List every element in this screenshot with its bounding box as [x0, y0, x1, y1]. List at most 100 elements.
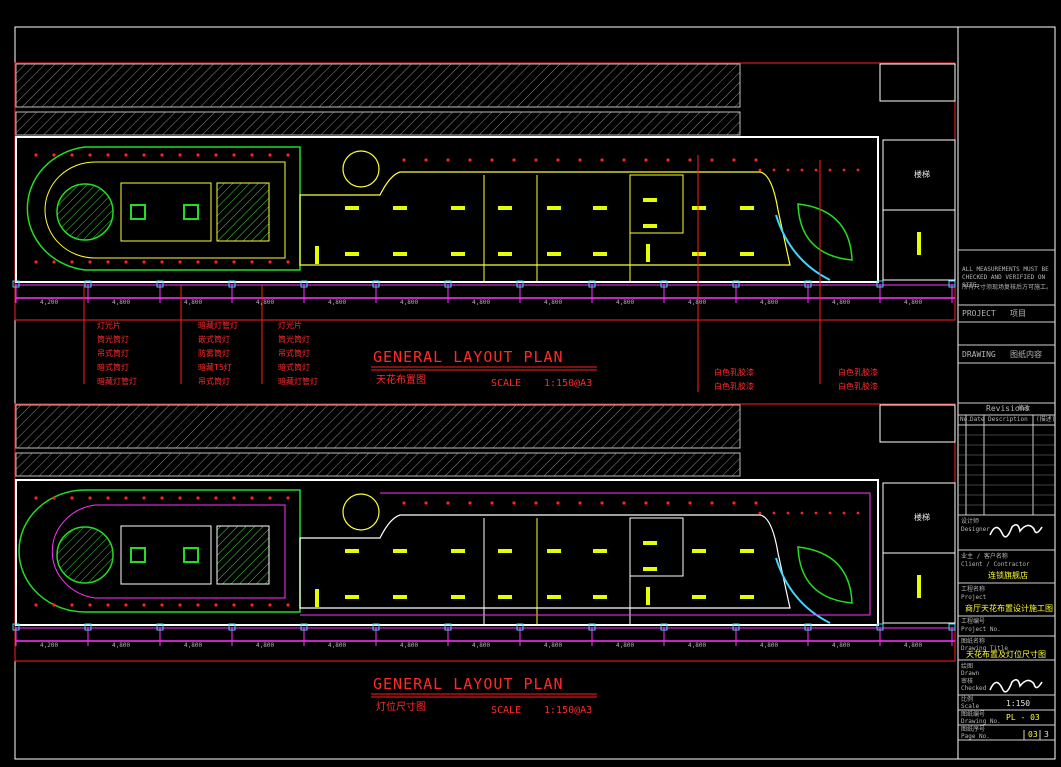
plan-1-scale-label: SCALE	[491, 378, 522, 389]
tb-drawing-no-en: Drawing No.	[961, 718, 1001, 725]
downlight	[196, 603, 200, 607]
entry-round-2	[342, 493, 380, 531]
column-grid-marker	[372, 280, 380, 288]
leaf-arc	[775, 214, 831, 281]
light-fixtures-2	[315, 541, 921, 607]
tb-drawing-title-label: 图纸名称	[961, 638, 986, 645]
downlight	[196, 260, 200, 264]
tb-project-value: 项目	[1010, 309, 1026, 318]
plan-2-scale-value: 1:150@A3	[544, 705, 593, 716]
column-grid-marker	[516, 623, 524, 631]
downlight	[232, 153, 236, 157]
legend-item: 白色乳胶漆	[838, 382, 878, 391]
linear-light	[498, 252, 512, 256]
downlight	[578, 158, 582, 162]
downlight	[178, 153, 182, 157]
downlight	[106, 153, 110, 157]
downlight	[232, 603, 236, 607]
dimension-label: 4,800	[184, 642, 203, 649]
wall-washer	[917, 575, 921, 595]
downlight	[52, 603, 56, 607]
checker-signature	[989, 678, 1043, 693]
leaf-feature-2	[797, 546, 853, 604]
downlight	[534, 158, 538, 162]
downlight	[286, 496, 290, 500]
linear-light	[740, 206, 754, 210]
linear-light	[345, 549, 359, 553]
downlight	[124, 260, 128, 264]
downlight	[754, 158, 758, 162]
downlight	[250, 496, 254, 500]
downlight	[622, 158, 626, 162]
dimension-label: 4,800	[904, 642, 923, 649]
column-grid-marker	[588, 280, 596, 288]
column-grid-marker	[732, 623, 740, 631]
tb-note-cn: 所有尺寸须现场复核后方可施工。	[962, 284, 1053, 291]
tb-drawing-value: 图纸内容	[1010, 350, 1042, 359]
downlight	[842, 511, 846, 515]
downlight	[34, 153, 38, 157]
column-grid-marker	[948, 623, 956, 631]
downlight	[468, 158, 472, 162]
downlight-dots	[34, 153, 860, 264]
dimension-label: 4,800	[328, 642, 347, 649]
column-grid-marker	[660, 623, 668, 631]
linear-light	[692, 549, 706, 553]
downlight	[828, 168, 832, 172]
legend-item: 白色乳胶漆	[714, 382, 754, 391]
downlight	[644, 501, 648, 505]
downlight	[70, 603, 74, 607]
round-column	[56, 183, 114, 241]
downlight	[106, 496, 110, 500]
downlight	[160, 153, 164, 157]
downlight	[856, 168, 860, 172]
downlight	[52, 496, 56, 500]
linear-light	[547, 252, 561, 256]
downlight	[286, 260, 290, 264]
plan-1-title: GENERAL LAYOUT PLAN	[373, 348, 564, 366]
tb-scale-value: 1:150	[1006, 699, 1031, 708]
oval-room-inner	[44, 161, 286, 259]
tb-client-value: 连锁旗舰店	[988, 571, 1028, 580]
downlight	[124, 496, 128, 500]
legend-item: 吊式筒灯	[198, 377, 230, 386]
column-grid-marker	[804, 280, 812, 288]
downlight	[446, 501, 450, 505]
designer-signature	[989, 523, 1043, 538]
downlight	[88, 153, 92, 157]
downlight	[178, 603, 182, 607]
downlight	[666, 158, 670, 162]
downlight	[402, 158, 406, 162]
downlight	[178, 496, 182, 500]
office-box	[629, 174, 684, 234]
downlight	[800, 168, 804, 172]
leaf-arc-2	[775, 557, 831, 624]
linear-light	[498, 595, 512, 599]
tb-drawing-no-label: 图纸编号	[961, 711, 986, 718]
column-grid-marker	[228, 623, 236, 631]
linear-light	[593, 549, 607, 553]
downlight	[490, 158, 494, 162]
linear-light	[498, 549, 512, 553]
tb-drawing-no-value: PL - 03	[1006, 713, 1040, 722]
downlight	[232, 260, 236, 264]
revision-column-header: (描述)	[1036, 416, 1056, 423]
downlight	[534, 501, 538, 505]
downlight	[286, 153, 290, 157]
legend-item: 灯光片	[97, 321, 121, 330]
downlight	[786, 511, 790, 515]
linear-light	[643, 198, 657, 202]
downlight	[160, 260, 164, 264]
linear-light	[393, 595, 407, 599]
revision-column-header: Description	[988, 416, 1028, 423]
linear-light	[345, 206, 359, 210]
downlight	[250, 153, 254, 157]
linear-light	[593, 595, 607, 599]
downlight	[214, 153, 218, 157]
legend-item: 暗式筒灯	[278, 363, 310, 372]
downlight	[468, 501, 472, 505]
column-grid-marker	[228, 280, 236, 288]
downlight	[250, 260, 254, 264]
legend-item: 白色乳胶漆	[838, 368, 878, 377]
light-panel-2	[183, 204, 199, 220]
